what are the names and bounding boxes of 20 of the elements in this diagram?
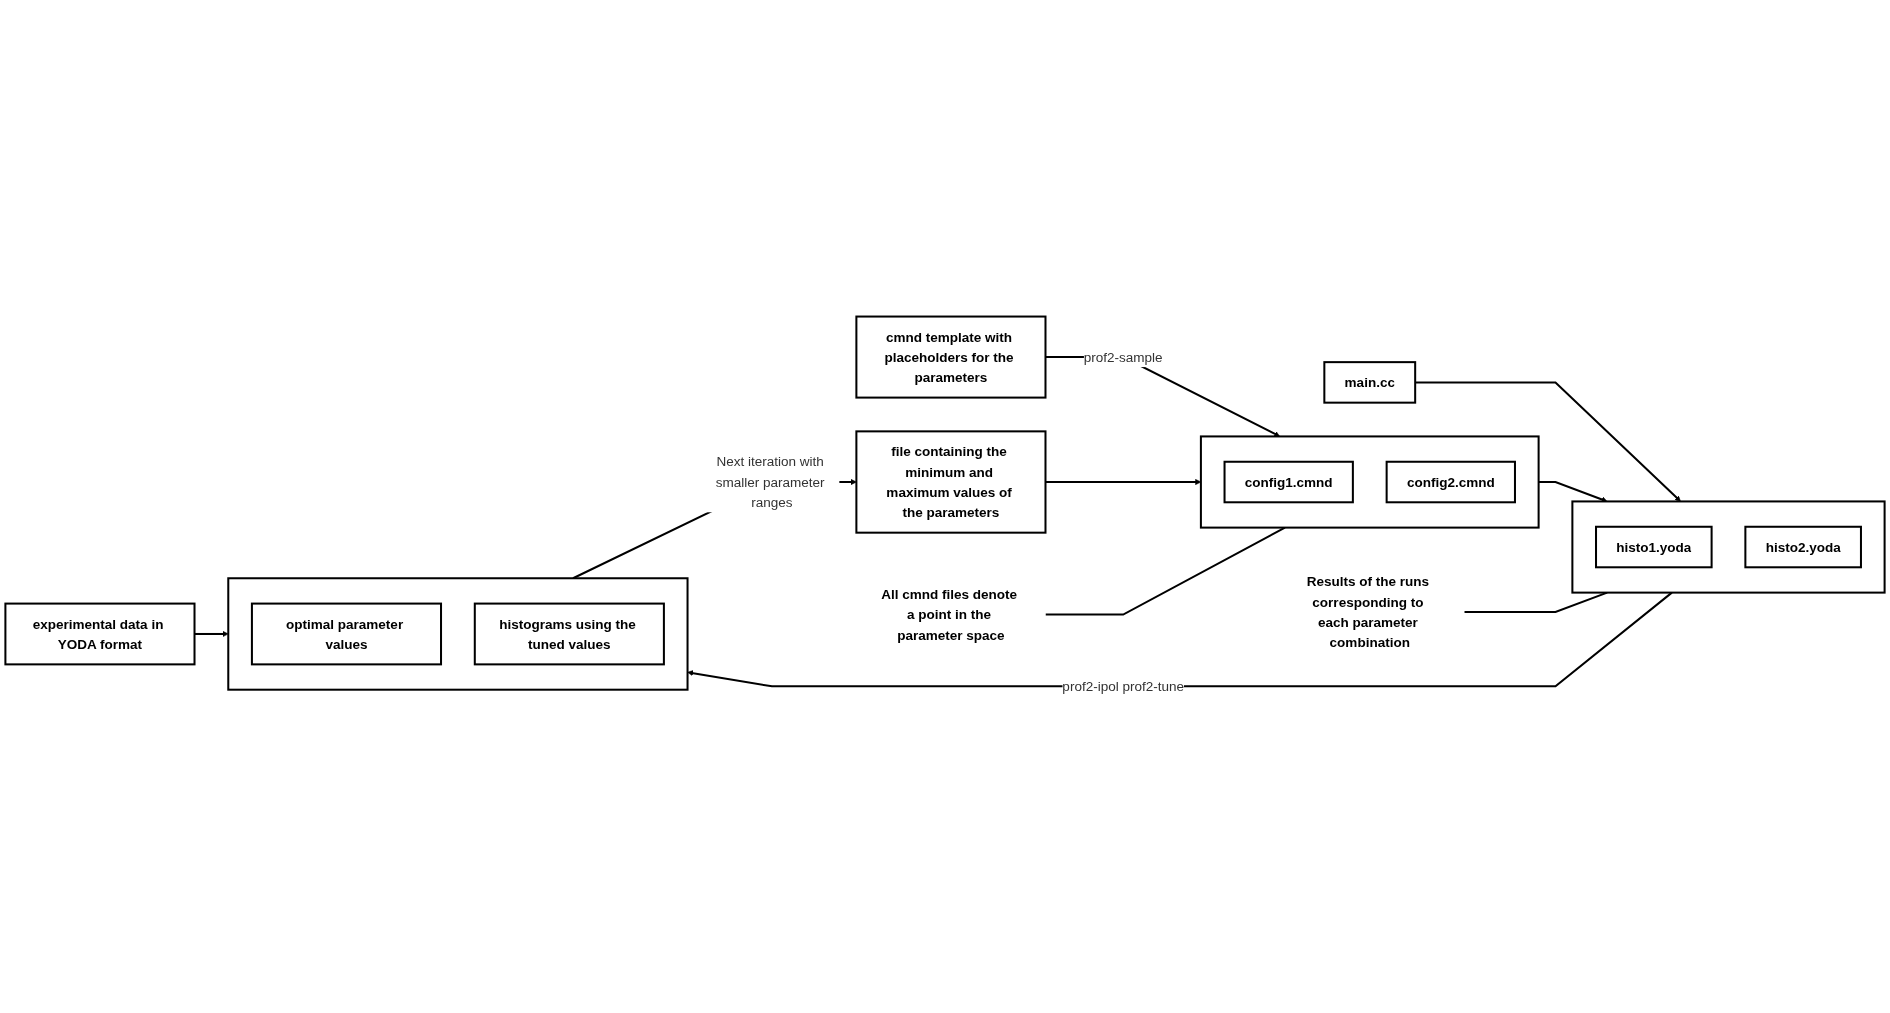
- arrow: [194, 631, 229, 637]
- node-box: config1.cmnd: [1223, 460, 1354, 504]
- arrow: [1415, 381, 1681, 502]
- node-box: optimal parameter values: [250, 602, 443, 666]
- node-box: histo1.yoda: [1595, 525, 1713, 569]
- cluster: [1571, 500, 1886, 594]
- edge-label: Next iteration with smaller parameter ranges: [715, 454, 825, 510]
- cluster: [1199, 435, 1540, 529]
- node-box: cmnd template with placeholders for the parameters: [855, 315, 1047, 399]
- edge-label: prof2-ipol prof2-tune: [1062, 678, 1185, 694]
- node-text: All cmnd files denote a point in the parameter space: [881, 586, 1017, 643]
- node-box: histograms using the tuned values: [473, 602, 665, 666]
- node-text: Results of the runs corresponding to each parameter combination: [1306, 574, 1430, 650]
- node-box: main.cc: [1323, 361, 1417, 404]
- edge-label: prof2-sample: [1083, 349, 1163, 365]
- node-box: histo2.yoda: [1744, 525, 1862, 569]
- cluster: [227, 577, 689, 691]
- node-box: file containing the minimum and maximum values of the parameters: [855, 430, 1047, 534]
- node-box: config2.cmnd: [1385, 460, 1516, 504]
- node-box: experimental data in YODA format: [4, 602, 196, 666]
